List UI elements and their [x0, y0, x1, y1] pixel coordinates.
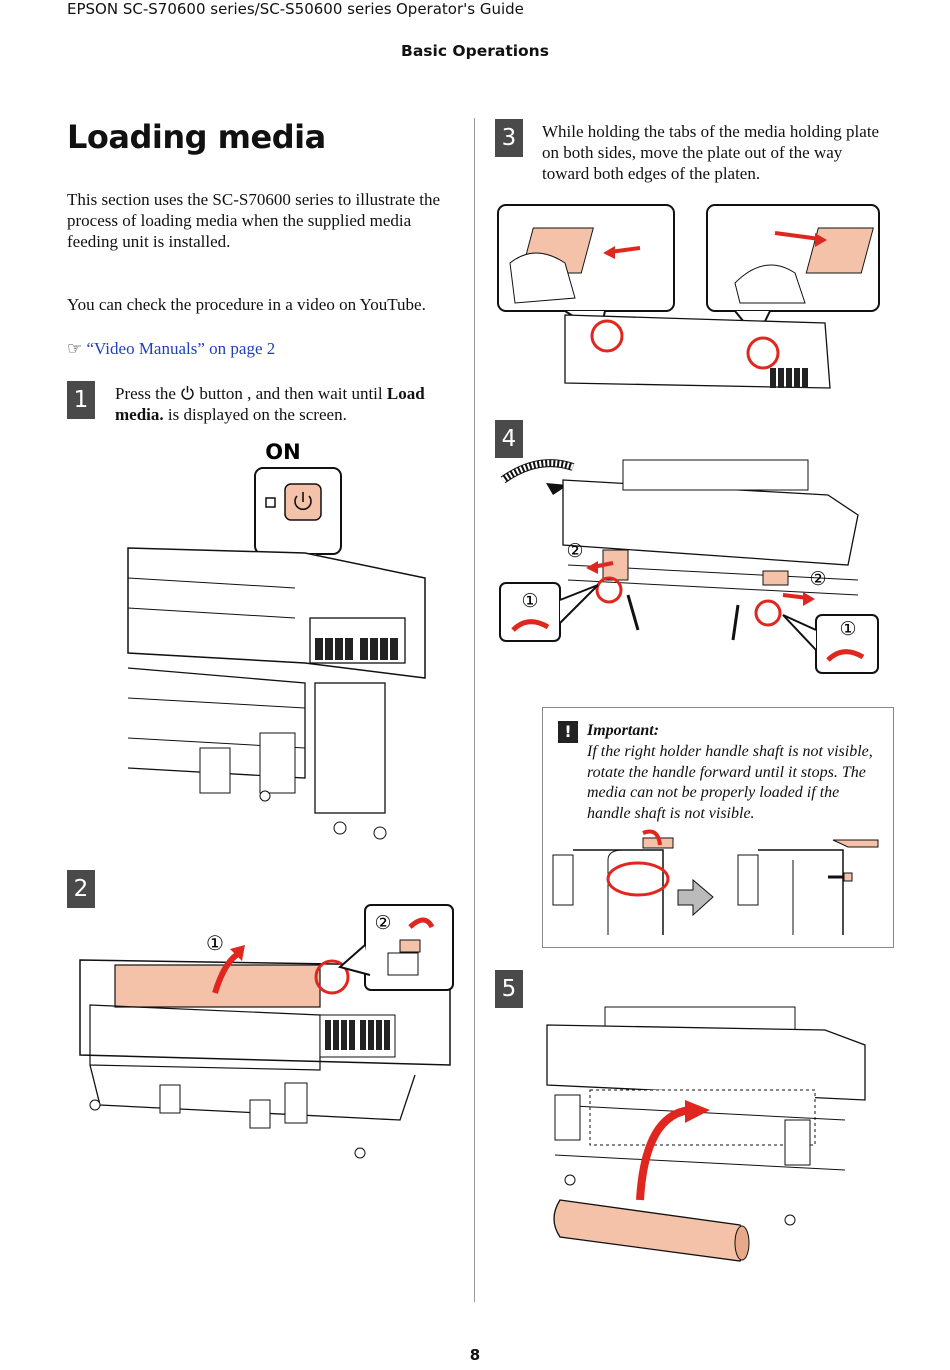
- media-holding-plate-illustration: [497, 204, 880, 389]
- power-icon: [180, 384, 195, 400]
- step-number-4: 4: [495, 420, 523, 458]
- video-note: You can check the procedure in a video o…: [67, 295, 426, 314]
- move-media-holders-illustration: ② ② ① ①: [499, 459, 879, 674]
- step-number-1: 1: [67, 381, 95, 419]
- lever-highlight-circle: [314, 959, 350, 995]
- hand-pointer-icon: ☞: [67, 339, 83, 359]
- printer-power-on-illustration: ON: [127, 440, 426, 840]
- svg-text:①: ①: [839, 618, 856, 640]
- section-title: Basic Operations: [401, 42, 549, 60]
- step-3-text: While holding the tabs of the media hold…: [542, 122, 880, 183]
- svg-text:①: ①: [206, 931, 224, 955]
- step-1-text: Press the button , and then wait until L…: [115, 384, 425, 424]
- step-number-2: 2: [67, 870, 95, 908]
- video-manuals-link[interactable]: “Video Manuals” on page 2: [86, 339, 276, 358]
- page-title: Loading media: [67, 118, 326, 156]
- header-product: EPSON SC-S70600 series/SC-S50600 series: [67, 0, 392, 18]
- handle-shaft-illustration: [552, 829, 879, 935]
- intro-paragraph: This section uses the SC-S70600 series t…: [67, 190, 441, 251]
- svg-text:②: ②: [374, 912, 391, 934]
- column-divider: [474, 118, 475, 1302]
- exclamation-icon: !: [558, 721, 578, 743]
- place-media-roll-illustration: [546, 1006, 866, 1262]
- header-guide: Operator's Guide: [396, 0, 524, 18]
- important-notice: [542, 707, 894, 948]
- video-manuals-link-row[interactable]: ☞ “Video Manuals” on page 2: [67, 338, 459, 360]
- media-roll: [553, 1199, 748, 1262]
- step-number-3: 3: [495, 119, 523, 157]
- svg-text:②: ②: [566, 540, 583, 562]
- svg-text:②: ②: [809, 568, 826, 590]
- on-label: ON: [265, 440, 300, 464]
- svg-text:①: ①: [521, 590, 538, 612]
- step-number-5: 5: [495, 970, 523, 1008]
- important-title: Important:: [587, 722, 660, 739]
- open-front-cover-illustration: ① ②: [79, 904, 454, 1159]
- important-text: If the right holder handle shaft is not …: [587, 743, 873, 822]
- page-number: 8: [469, 1346, 481, 1364]
